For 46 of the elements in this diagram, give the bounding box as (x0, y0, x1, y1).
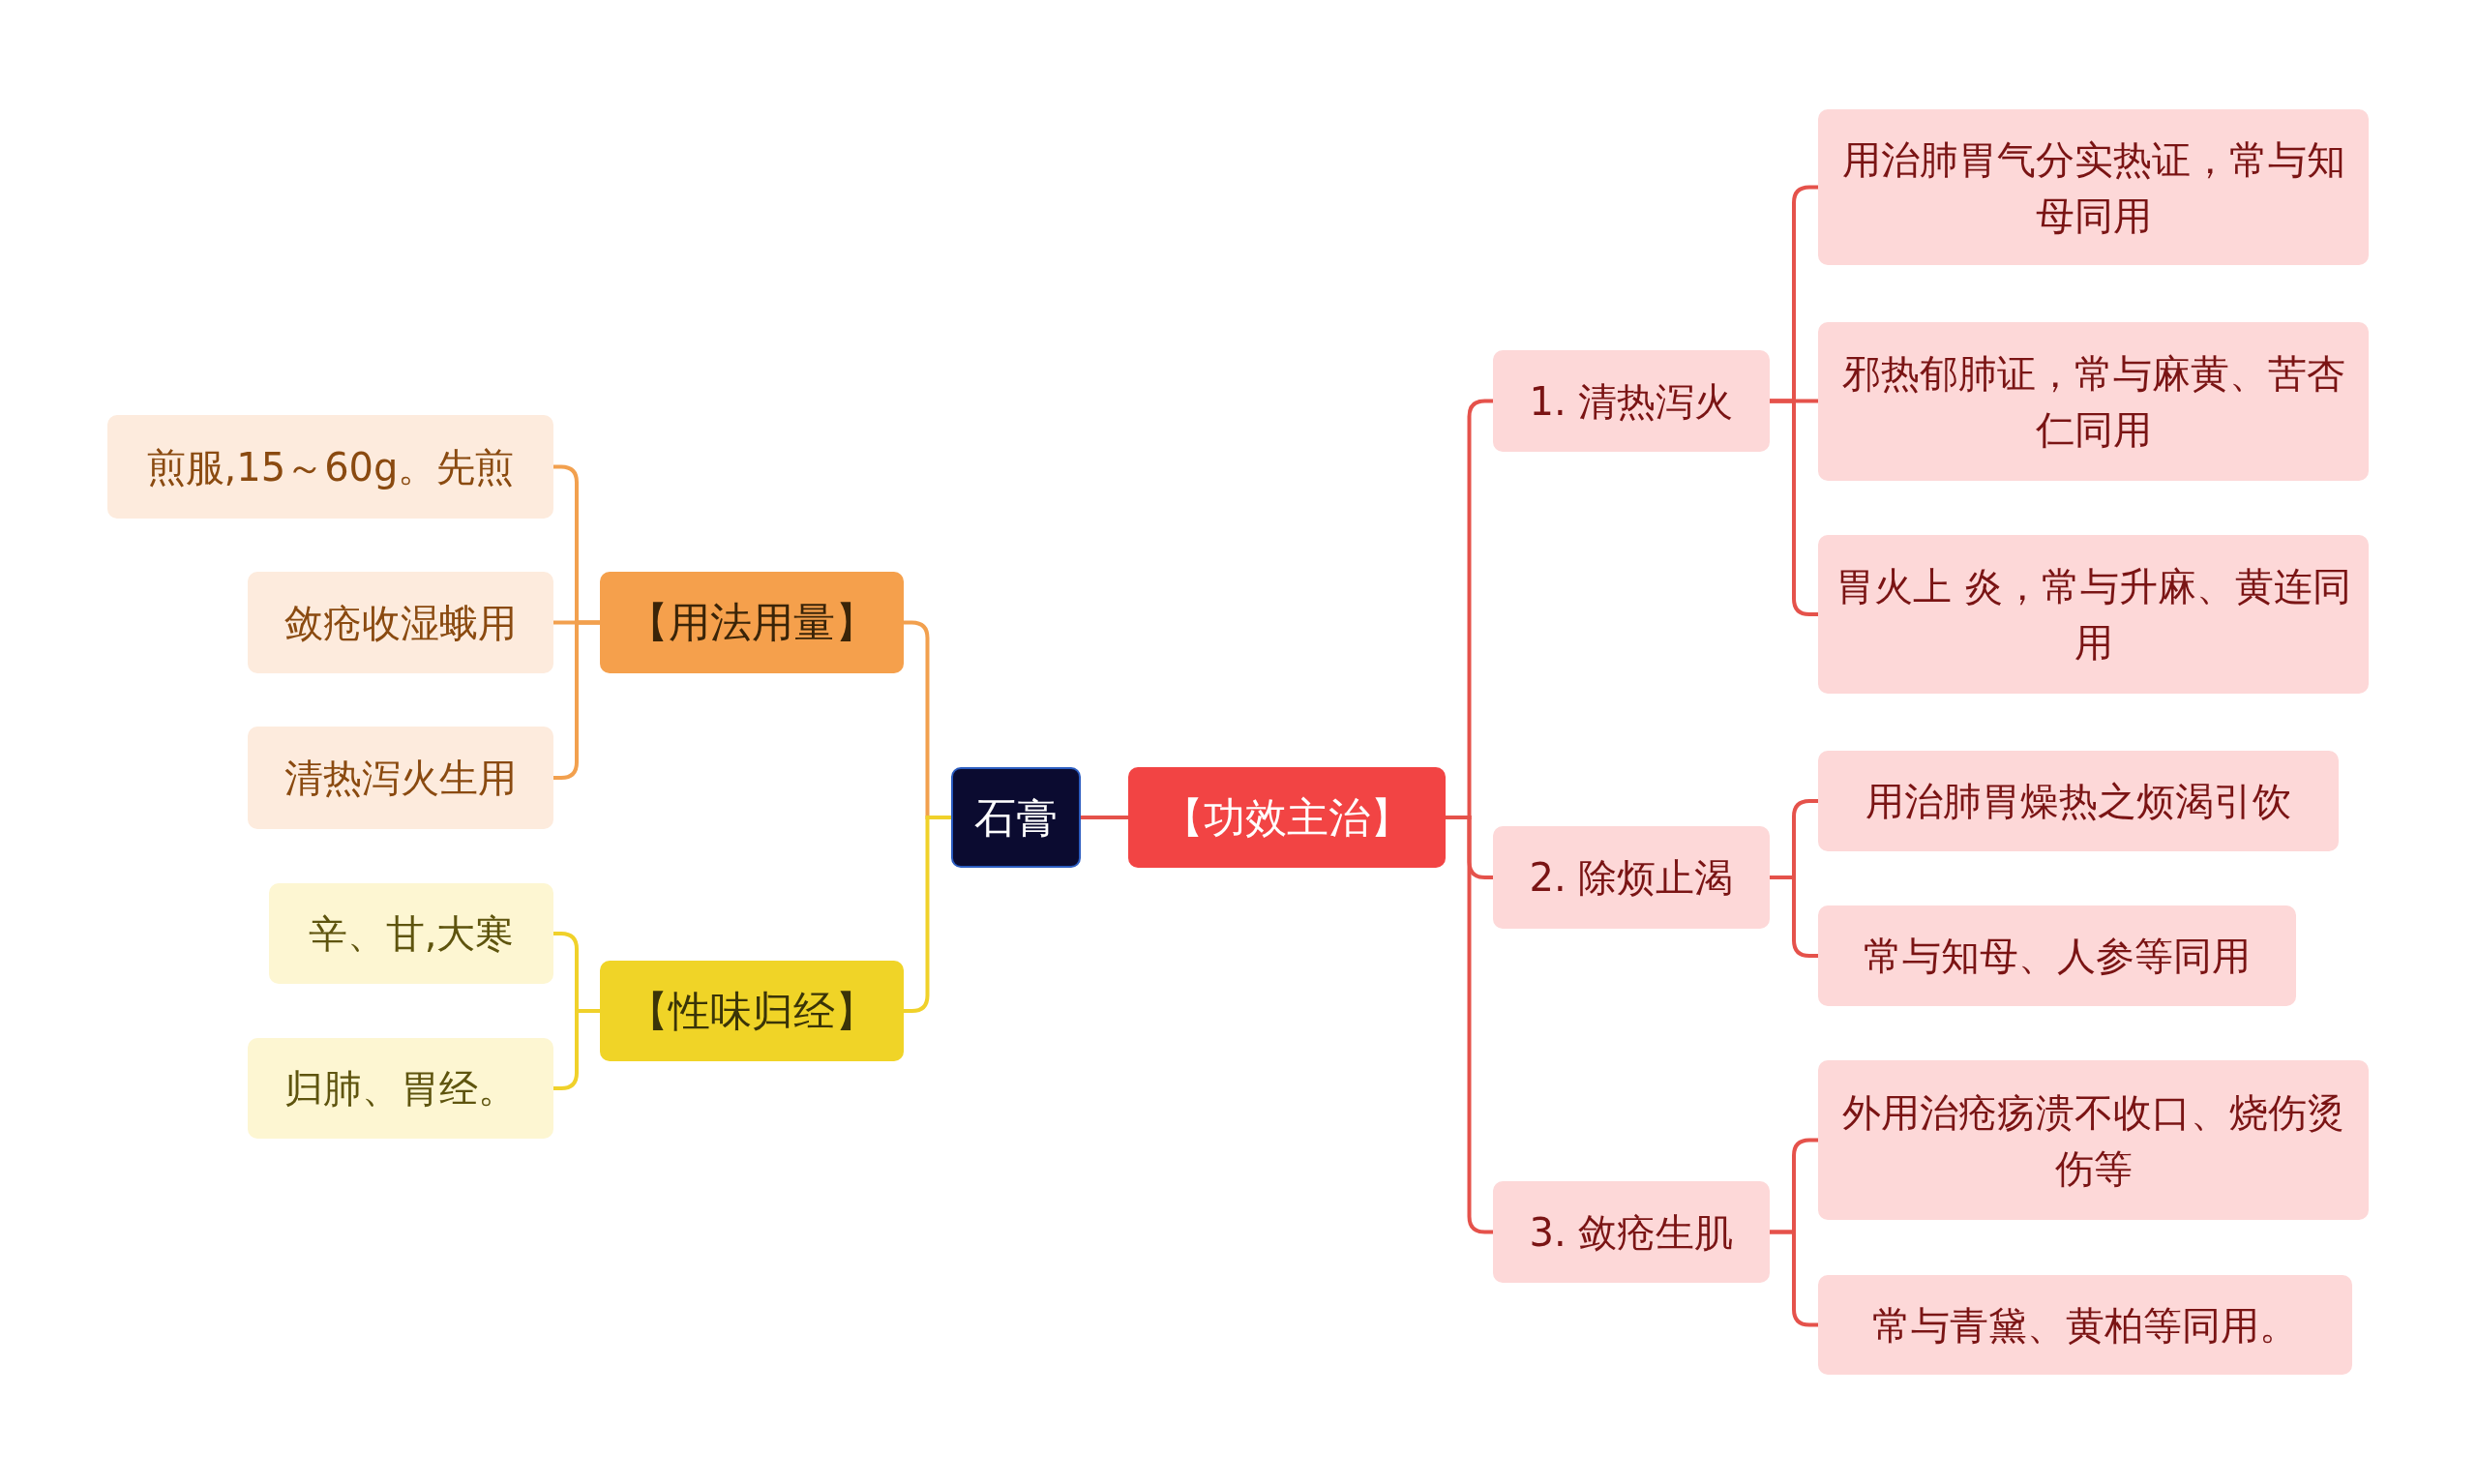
subtopic-box (1493, 826, 1770, 929)
topic-text: 常与知母、人参等同用 (1864, 933, 2251, 980)
topic-text: 辛、甘,大寒 (308, 910, 515, 958)
connector-line (553, 1009, 600, 1090)
topic-text: 2. 除烦止渴 (1529, 854, 1734, 902)
detail-box (1818, 751, 2339, 851)
topic-text: 胃火上 炎，常与升麻、黄连同用 (1835, 563, 2352, 667)
detail-box (1818, 1275, 2352, 1375)
detail-box (107, 415, 553, 519)
topic-text: 石膏 (974, 791, 1058, 844)
topic-text: 归肺、胃经。 (284, 1065, 517, 1113)
detail-box (1818, 535, 2369, 694)
topic-text: 用治肺胃气分实热证，常与知母同用 (1840, 135, 2346, 240)
connector-line (1081, 816, 1128, 819)
topic-text: 煎服,15～60g。先煎 (146, 443, 515, 491)
subtopic-box (1493, 350, 1770, 452)
topic-text: 外用治疮疡溃不收口、烧伤烫伤等 (1840, 1088, 2346, 1193)
connector-line (553, 620, 600, 780)
subtopic-box (1493, 1181, 1770, 1283)
detail-box (269, 883, 553, 984)
detail-box (248, 727, 553, 829)
detail-box (1818, 1060, 2369, 1220)
root-topic-box (951, 767, 1081, 868)
topic-text: 清热泻火生用 (284, 755, 517, 802)
detail-box (248, 1038, 553, 1139)
detail-box (1818, 109, 2369, 265)
detail-box (248, 572, 553, 673)
main-topic-box (600, 961, 904, 1061)
connector-line (1770, 399, 1818, 616)
topic-text: 【用法用量】 (627, 597, 877, 649)
connector-line (1770, 876, 1818, 958)
main-topic-box (600, 572, 904, 673)
topic-text: 邪热郁肺证，常与麻黄、苦杏仁同用 (1840, 350, 2346, 454)
connector-line (904, 816, 951, 1013)
connector-line (1446, 816, 1493, 1234)
detail-box (1818, 905, 2296, 1006)
topic-text: 【性味归经】 (627, 985, 877, 1037)
connector-line (1770, 1230, 1818, 1327)
topic-text: 常与青黛、黄柏等同用。 (1872, 1301, 2298, 1350)
detail-box (1818, 322, 2369, 481)
topic-text: 3. 敛疮生肌 (1529, 1208, 1734, 1257)
topic-text: 1. 清热泻火 (1529, 377, 1734, 426)
topic-text: 用治肺胃燥热之烦渴引饮 (1865, 778, 2291, 825)
topic-text: 敛疮收湿蛾用 (284, 599, 517, 647)
topic-text: 【功效主治】 (1162, 791, 1412, 844)
main-topic-box (1128, 767, 1446, 868)
